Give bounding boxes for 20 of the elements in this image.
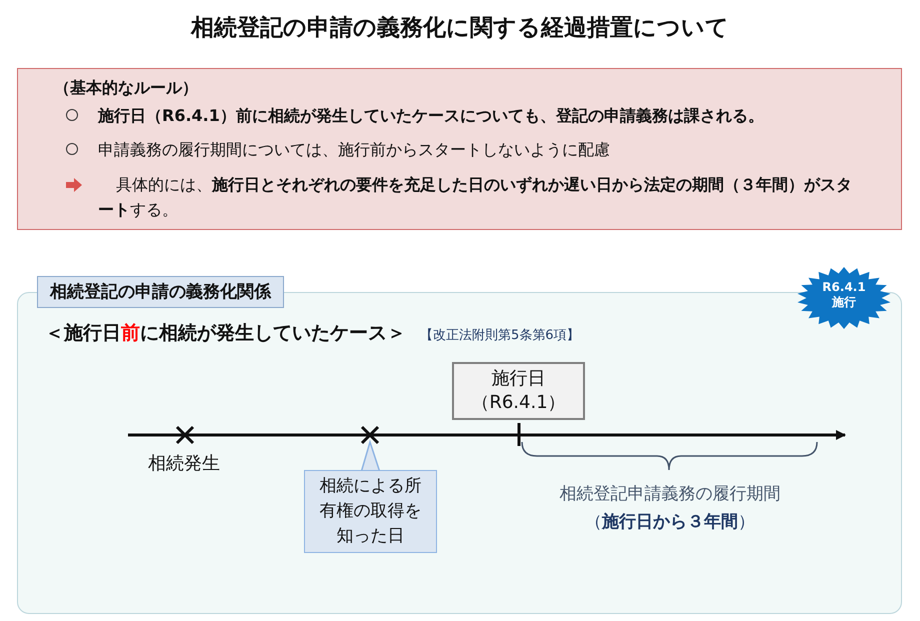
- node-text: 施行日（R6.4.1）: [470, 367, 567, 415]
- section-heading: （基本的なルール）: [54, 77, 199, 99]
- node-text: 相続による所有権の取得を知った日: [318, 475, 422, 548]
- starburst-badge: [796, 266, 892, 330]
- date-box: [452, 362, 585, 420]
- rule-text: 施行日（R6.4.1）前に相続が発生していたケースについても、登記の申請義務は課される。: [98, 105, 765, 127]
- node-text: R6.4.1 施行: [821, 280, 867, 310]
- rule-text: 申請義務の履行期間については、施行前からスタートしないように配慮: [98, 139, 611, 161]
- cross-mark: [359, 424, 381, 446]
- callout-box: [304, 470, 437, 553]
- case-heading: ＜施行日前に相続が発生していたケース＞: [45, 321, 406, 346]
- panel-heading: 相続登記の申請の義務化関係: [37, 276, 284, 308]
- callout-pointer: [360, 439, 381, 472]
- title: 相続登記の申請の義務化に関する経過措置について: [190, 14, 730, 43]
- rule-text: 具体的には、施行日とそれぞれの要件を充足した日のいずれか遅い日から法定の期間（３年間）がスタートする。: [98, 174, 853, 221]
- cross-mark: [174, 424, 196, 446]
- period-label: 相続登記申請義務の履行期間: [558, 483, 782, 505]
- timeline-label: 相続発生: [148, 452, 220, 475]
- period-label: （施行日から３年間）: [584, 511, 756, 533]
- law-reference: 【改正法附則第5条第6項】: [420, 327, 580, 344]
